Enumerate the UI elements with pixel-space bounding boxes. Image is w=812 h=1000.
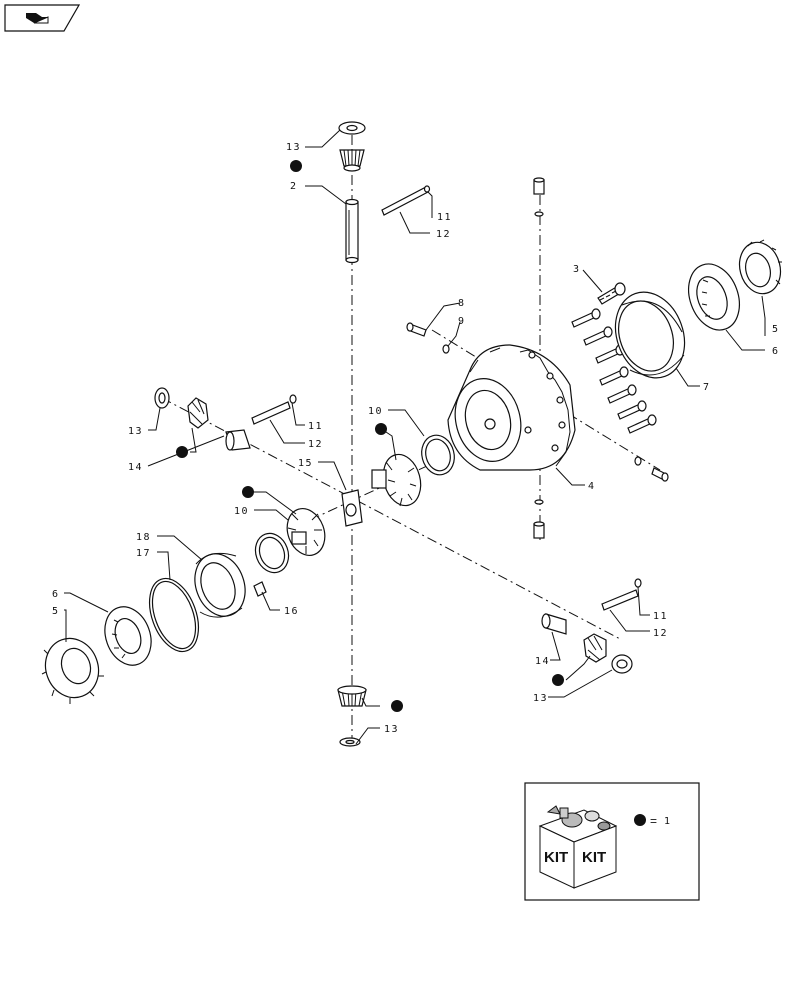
- thrust-washer-10-left: [254, 532, 290, 574]
- bolt-3: [597, 282, 626, 305]
- plug-right: [634, 456, 669, 482]
- kit-value: 1: [664, 816, 672, 827]
- kit-box-icon: KIT KIT: [538, 805, 618, 889]
- callout-numbers: 13 2 11 12 3 8 9 5 6 7 4 10 13 11 12 14 …: [52, 142, 780, 735]
- callout-11: 11: [437, 212, 452, 223]
- callout-2: 2: [290, 181, 298, 192]
- bolts-group: [571, 308, 657, 434]
- callout-13: 13: [286, 142, 301, 153]
- callout-11-right: 11: [653, 611, 668, 622]
- callout-17: 17: [136, 548, 151, 559]
- vent-plug-top: [533, 177, 545, 217]
- callout-7: 7: [703, 382, 711, 393]
- kit-marker-dots: [176, 160, 564, 712]
- kit-label-left: KIT: [544, 849, 568, 866]
- pin-11-right: [634, 578, 642, 588]
- pinion-gear-left: [187, 397, 209, 429]
- ring-18: [194, 552, 246, 618]
- side-gear-left: [286, 508, 326, 556]
- callout-11-left: 11: [308, 421, 323, 432]
- bearing-cup-7: [614, 291, 686, 379]
- side-gear-mid: [371, 453, 422, 507]
- bottom-pinion-gear: [337, 685, 367, 707]
- bearing-6-right: [688, 263, 740, 331]
- callout-12-right: 12: [653, 628, 668, 639]
- kit-label-right: KIT: [582, 849, 606, 866]
- callout-15: 15: [298, 458, 313, 469]
- pinion-gear-right: [583, 633, 607, 663]
- differential-housing-4: [447, 344, 576, 471]
- bearing-race-5-right: [738, 239, 782, 295]
- callout-4: 4: [588, 481, 596, 492]
- callout-10-left: 10: [234, 506, 249, 517]
- plug-8: [406, 322, 427, 337]
- callout-5-left: 5: [52, 606, 60, 617]
- pin-11-left: [289, 394, 297, 404]
- kit-marker-dot: [634, 814, 646, 826]
- callout-9: 9: [458, 316, 466, 327]
- thrust-washer-10-mid: [421, 434, 455, 476]
- callout-8: 8: [458, 298, 466, 309]
- callout-14-right: 14: [535, 656, 550, 667]
- back-arrow-icon: [4, 4, 80, 32]
- callout-13-left: 13: [128, 426, 143, 437]
- roll-pin-top: [381, 185, 431, 216]
- shaft-14-right: [541, 613, 567, 635]
- thrust-washer-13-left: [154, 387, 170, 409]
- callout-5: 5: [772, 324, 780, 335]
- vent-plug-bottom: [533, 499, 545, 539]
- callout-6-left: 6: [52, 589, 60, 600]
- top-pinion-gear: [339, 149, 365, 172]
- bearing-race-5-left: [41, 637, 104, 704]
- snap-ring-17: [148, 577, 200, 653]
- pin-16: [253, 581, 267, 597]
- spider-shaft-2: [345, 198, 359, 264]
- callout-10: 10: [368, 406, 383, 417]
- bearing-6-left: [104, 606, 152, 666]
- back-navigation-button[interactable]: [4, 4, 80, 32]
- leader-lines: [64, 129, 766, 745]
- top-thrust-washer: [338, 121, 366, 135]
- callout-13-bottom: 13: [384, 724, 399, 735]
- kit-legend: KIT KIT = 1: [524, 782, 700, 901]
- callout-18: 18: [136, 532, 151, 543]
- roll-pin-12-left: [251, 401, 291, 425]
- callout-14-left: 14: [128, 462, 143, 473]
- callout-6: 6: [772, 346, 780, 357]
- thrust-washer-13-right: [611, 654, 633, 674]
- bottom-thrust-washer: [339, 737, 361, 747]
- callout-16: 16: [284, 606, 299, 617]
- callout-3: 3: [573, 264, 581, 275]
- kit-equals: =: [650, 814, 657, 828]
- callout-13-right: 13: [533, 693, 548, 704]
- callout-12-left: 12: [308, 439, 323, 450]
- spider-cross-15: [341, 489, 363, 527]
- callout-12: 12: [436, 229, 451, 240]
- shaft-14-left: [225, 429, 251, 451]
- oring-9: [442, 344, 450, 354]
- roll-pin-12-right: [601, 589, 639, 611]
